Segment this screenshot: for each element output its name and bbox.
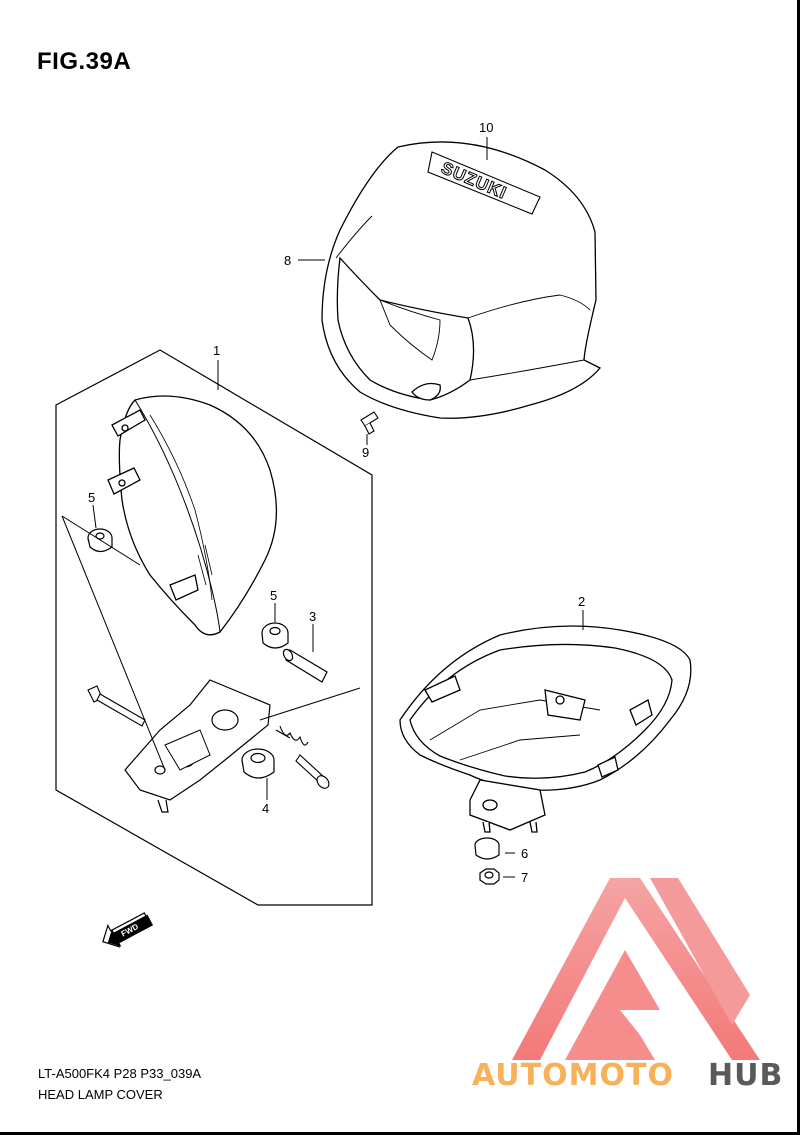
headlight-bracket — [124, 679, 271, 813]
callout-5b: 5 — [270, 588, 277, 603]
grommet-part-5b — [261, 622, 289, 649]
head-lamp-cover-part-8 — [321, 141, 602, 419]
rubber-part-6 — [474, 837, 500, 860]
callout-5a: 5 — [88, 490, 95, 505]
callout-3: 3 — [309, 609, 316, 624]
leader-lines — [61, 137, 584, 878]
bolt-long — [87, 685, 146, 727]
grommet-part-5a — [87, 528, 113, 553]
callout-9: 9 — [362, 445, 369, 460]
callout-1: 1 — [213, 343, 220, 358]
callout-4: 4 — [262, 801, 269, 816]
screw-part-9 — [360, 411, 379, 435]
assembly-box-1 — [55, 349, 373, 906]
figure-title: FIG.39A — [37, 48, 132, 75]
spring-screw — [275, 725, 330, 789]
collar-part-3 — [282, 648, 328, 683]
nut-part-7 — [479, 868, 500, 885]
watermark-text-right: HUB — [708, 1058, 783, 1093]
watermark-logo-icon — [512, 878, 760, 1060]
section-name: HEAD LAMP COVER — [38, 1087, 163, 1102]
rubber-mount-part-4 — [241, 748, 275, 779]
callout-6: 6 — [521, 846, 528, 861]
fwd-arrow-icon: FWD — [102, 912, 154, 948]
callout-8: 8 — [284, 253, 291, 268]
watermark-text-left: AUTOMOTO — [472, 1058, 674, 1093]
callout-7: 7 — [521, 870, 528, 885]
model-code: LT-A500FK4 P28 P33_039A — [38, 1066, 202, 1081]
inner-cover-part-2 — [399, 625, 692, 833]
decal-plate — [427, 151, 541, 215]
callout-10: 10 — [479, 120, 493, 135]
callout-2: 2 — [578, 594, 585, 609]
headlight-housing-part-1 — [107, 395, 278, 636]
